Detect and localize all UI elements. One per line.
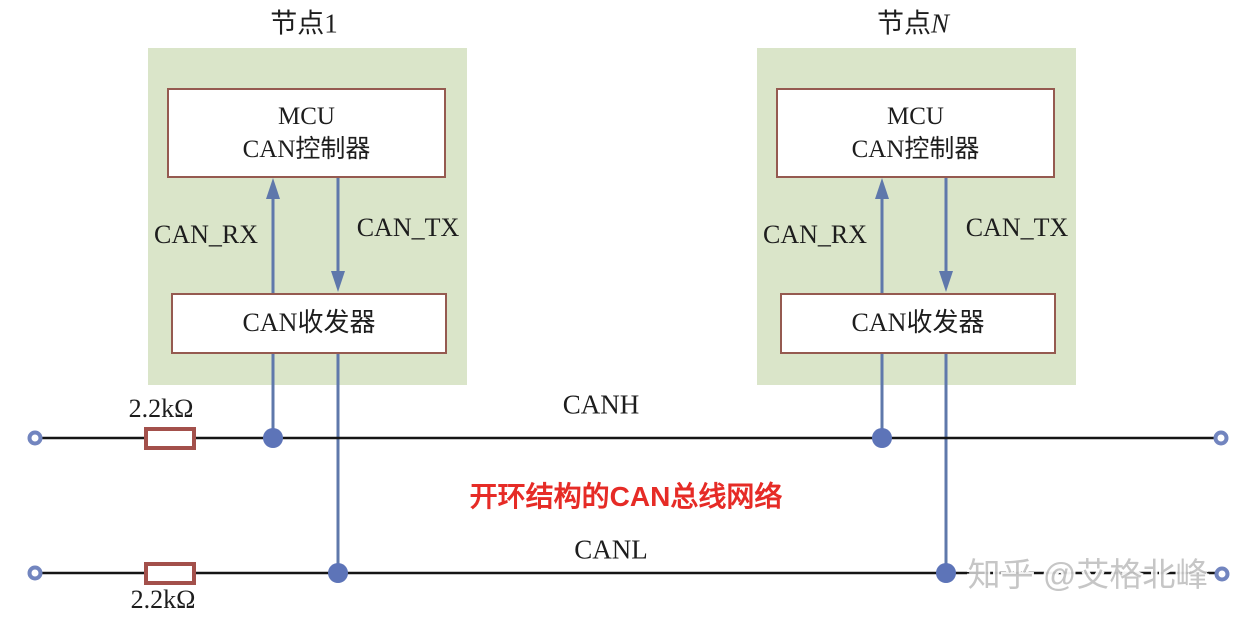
node1-mcu-controller-box: MCU CAN控制器 <box>167 88 446 178</box>
node1-rx-arrow-up-icon <box>266 178 280 199</box>
node1-transceiver-box: CAN收发器 <box>171 293 447 354</box>
canh-resistor-value-label: 2.2kΩ <box>128 394 194 423</box>
node1-title-prefix: 节点 <box>270 8 325 39</box>
nodeN-mcu-controller-box: MCU CAN控制器 <box>776 88 1055 178</box>
canl-label: CANL <box>574 534 648 565</box>
nodeN-mcu-label: MCU <box>887 103 944 130</box>
canh-resistor <box>144 427 196 450</box>
canl-resistor-value-label: 2.2kΩ <box>130 585 196 614</box>
nodeN-rx-arrow-up-icon <box>875 178 889 199</box>
nodeN-transceiver-box: CAN收发器 <box>780 293 1056 354</box>
watermark-text: 知乎 @艾格北峰 <box>967 556 1209 593</box>
nodeN-can-rx-label: CAN_RX <box>762 220 868 249</box>
canh-label: CANH <box>562 389 640 420</box>
node1-mcu-label: MCU <box>278 103 335 130</box>
canl-left-terminal-circle <box>27 565 43 581</box>
node1-title: 节点1 <box>270 2 338 41</box>
node1-title-suffix: 1 <box>324 8 338 39</box>
node1-tx-arrow-down-icon <box>331 271 345 292</box>
canl-right-terminal-circle <box>1214 566 1230 582</box>
nodeN-title-prefix: 节点 <box>876 8 931 39</box>
nodeN-tx-arrow-down-icon <box>939 271 953 292</box>
node1-can-rx-label: CAN_RX <box>153 220 259 249</box>
nodeN-canh-junction-dot <box>872 428 892 448</box>
nodeN-title-suffix: N <box>930 8 950 39</box>
node1-transceiver-label: CAN收发器 <box>242 308 376 338</box>
nodeN-can-tx-label: CAN_TX <box>965 213 1069 242</box>
node1-canh-junction-dot <box>263 428 283 448</box>
node1-can-tx-label: CAN_TX <box>356 213 460 242</box>
diagram-caption: 开环结构的CAN总线网络 <box>469 481 783 512</box>
node1-canl-junction-dot <box>328 563 348 583</box>
nodeN-canl-junction-dot <box>936 563 956 583</box>
nodeN-can-controller-label: CAN控制器 <box>851 136 980 163</box>
node1-can-controller-label: CAN控制器 <box>242 136 371 163</box>
canh-left-terminal-circle <box>27 430 43 446</box>
nodeN-transceiver-label: CAN收发器 <box>851 308 985 338</box>
canh-right-terminal-circle <box>1213 430 1229 446</box>
nodeN-title: 节点N <box>877 2 949 41</box>
canl-resistor <box>144 562 196 585</box>
